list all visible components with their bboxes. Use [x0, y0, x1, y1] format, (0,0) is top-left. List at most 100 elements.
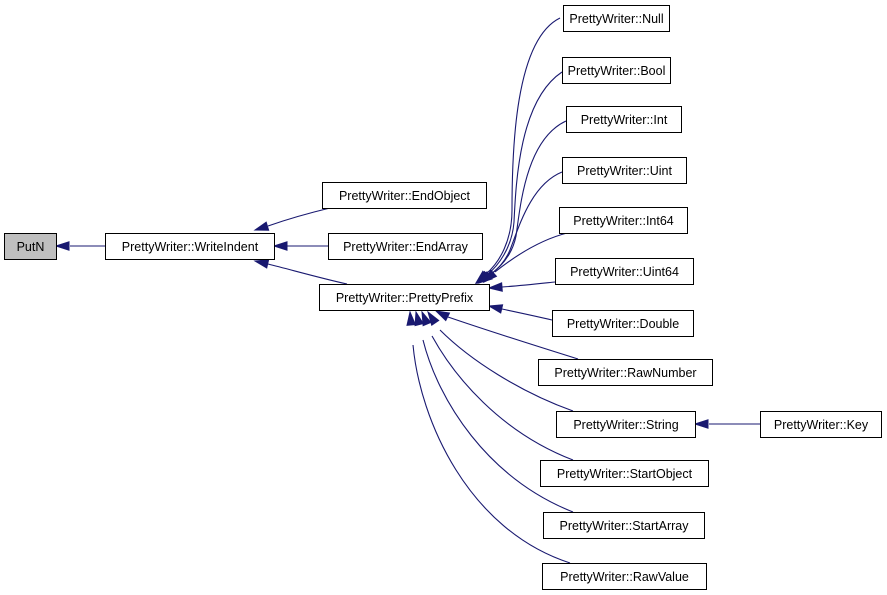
arrowhead [487, 282, 503, 292]
node-box[interactable] [319, 284, 490, 311]
edge-line [501, 308, 553, 321]
node-label: PrettyWriter::Null [569, 12, 663, 26]
node-box[interactable] [566, 106, 682, 133]
node-label: PrettyWriter::Uint [577, 164, 672, 178]
node-box[interactable] [540, 460, 709, 487]
edge-endarray-to-writeindent [272, 241, 328, 251]
arrowhead [434, 310, 451, 322]
node-label: PrettyWriter::WriteIndent [122, 240, 259, 254]
edge-writeindent-to-putn [54, 241, 105, 251]
edge-rawnumber-to-prettyprefix [434, 310, 579, 360]
edge-startobject-to-prettyprefix [421, 310, 574, 461]
arrowhead [421, 310, 432, 327]
edge-line [431, 335, 574, 461]
node-box[interactable] [543, 512, 705, 539]
edge-uint64-to-prettyprefix [487, 281, 556, 292]
edge-line [439, 329, 574, 412]
edge-line [486, 71, 563, 276]
node-label: PrettyWriter::StartArray [560, 519, 690, 533]
node-endarray[interactable]: PrettyWriter::EndArray [328, 233, 483, 260]
node-box[interactable] [563, 5, 670, 32]
node-label: PrettyWriter::Int64 [573, 214, 674, 228]
edge-line [267, 207, 331, 227]
node-uint64[interactable]: PrettyWriter::Uint64 [555, 258, 694, 285]
node-box[interactable] [760, 411, 882, 438]
arrowhead [253, 259, 270, 269]
edge-null-to-prettyprefix [474, 17, 561, 285]
edge-line [447, 316, 579, 360]
node-label: PrettyWriter::EndObject [339, 189, 471, 203]
node-box[interactable] [542, 563, 707, 590]
node-label: PrettyWriter::Uint64 [570, 265, 679, 279]
arrowhead [427, 310, 440, 326]
node-label: PrettyWriter::Double [567, 317, 679, 331]
node-label: PrettyWriter::PrettyPrefix [336, 291, 474, 305]
arrowhead [487, 304, 504, 314]
edge-key-to-string [693, 419, 760, 429]
node-startarray[interactable]: PrettyWriter::StartArray [543, 512, 705, 539]
edge-double-to-prettyprefix [487, 304, 553, 321]
node-null[interactable]: PrettyWriter::Null [563, 5, 670, 32]
node-label: PrettyWriter::RawValue [560, 570, 689, 584]
edge-line [485, 17, 561, 275]
node-box[interactable] [562, 157, 687, 184]
node-label: PrettyWriter::StartObject [557, 467, 693, 481]
node-double[interactable]: PrettyWriter::Double [552, 310, 694, 337]
node-label: PrettyWriter::EndArray [343, 240, 469, 254]
arrowhead [414, 310, 425, 327]
node-box[interactable] [556, 411, 696, 438]
node-label: PrettyWriter::Int [581, 113, 668, 127]
edge-uint-to-prettyprefix [477, 171, 563, 284]
edge-line [267, 263, 348, 285]
node-writeindent[interactable]: PrettyWriter::WriteIndent [105, 233, 275, 260]
arrowhead [253, 221, 270, 231]
node-rawnumber[interactable]: PrettyWriter::RawNumber [538, 359, 713, 386]
node-box[interactable] [538, 359, 713, 386]
node-box[interactable] [322, 182, 487, 209]
node-rawvalue[interactable]: PrettyWriter::RawValue [542, 563, 707, 590]
node-box[interactable] [562, 57, 671, 84]
edge-endobject-to-writeindent [253, 207, 331, 231]
edge-startarray-to-prettyprefix [414, 310, 574, 513]
node-box[interactable] [559, 207, 688, 234]
node-key[interactable]: PrettyWriter::Key [760, 411, 882, 438]
arrowhead [693, 419, 709, 429]
edge-string-to-prettyprefix [427, 310, 574, 412]
node-box[interactable] [328, 233, 483, 260]
arrowhead [272, 241, 288, 251]
node-box[interactable] [4, 233, 57, 260]
node-prettyprefix[interactable]: PrettyWriter::PrettyPrefix [319, 284, 490, 311]
edge-line [494, 232, 568, 273]
arrowhead [406, 310, 417, 326]
node-bool[interactable]: PrettyWriter::Bool [562, 57, 671, 84]
edge-line [487, 120, 567, 277]
node-int[interactable]: PrettyWriter::Int [566, 106, 682, 133]
node-box[interactable] [555, 258, 694, 285]
node-string[interactable]: PrettyWriter::String [556, 411, 696, 438]
edge-bool-to-prettyprefix [475, 71, 563, 285]
node-label: PrettyWriter::Key [774, 418, 869, 432]
node-label: PutN [17, 240, 45, 254]
node-box[interactable] [552, 310, 694, 337]
node-label: PrettyWriter::Bool [568, 64, 666, 78]
edge-int64-to-prettyprefix [482, 232, 568, 284]
node-label: PrettyWriter::RawNumber [554, 366, 696, 380]
edge-prettyprefix-to-writeindent [253, 259, 348, 285]
node-putn[interactable]: PutN [4, 233, 57, 260]
node-uint[interactable]: PrettyWriter::Uint [562, 157, 687, 184]
edge-line [412, 344, 571, 564]
edge-line [488, 171, 563, 277]
node-startobject[interactable]: PrettyWriter::StartObject [540, 460, 709, 487]
arrowhead [54, 241, 70, 251]
edge-line [422, 339, 574, 513]
node-label: PrettyWriter::String [573, 418, 678, 432]
node-endobject[interactable]: PrettyWriter::EndObject [322, 182, 487, 209]
edge-line [501, 281, 556, 288]
arrowhead [482, 269, 498, 284]
node-box[interactable] [105, 233, 275, 260]
graph-edges [54, 17, 760, 564]
edge-rawvalue-to-prettyprefix [406, 310, 571, 564]
node-int64[interactable]: PrettyWriter::Int64 [559, 207, 688, 234]
